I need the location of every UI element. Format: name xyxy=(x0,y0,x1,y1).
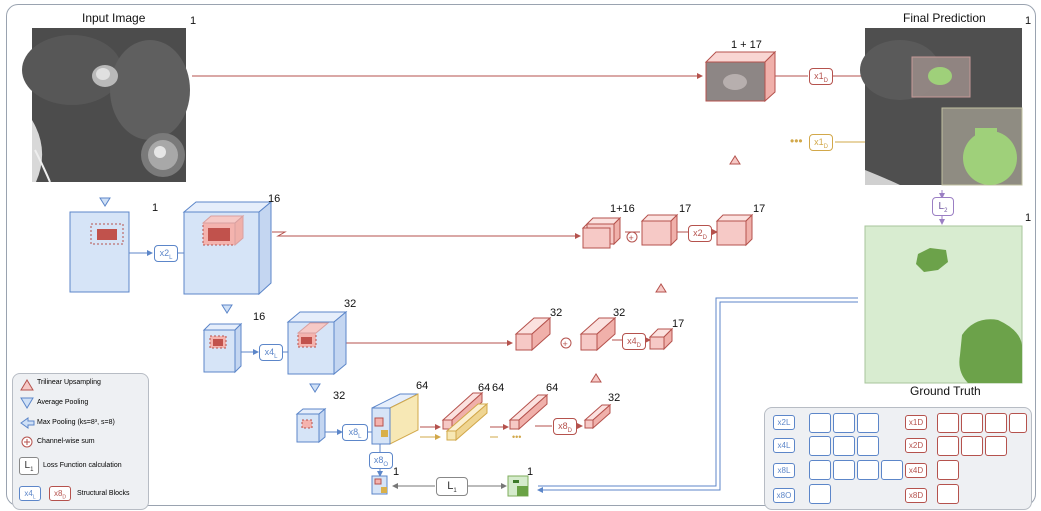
final-prediction-image xyxy=(860,28,1022,185)
panel-x1d: x1D xyxy=(905,415,927,430)
legend-upsampling: Trilinear Upsampling xyxy=(37,379,101,386)
label-d3-b: 64 xyxy=(546,382,558,394)
label-d1-mid: 17 xyxy=(679,203,691,215)
d2-volume-mid xyxy=(581,334,597,350)
panel-x8d: x8D xyxy=(905,488,927,503)
legend-chsum: Channel-wise sum xyxy=(37,438,95,445)
svg-text:+: + xyxy=(629,233,634,243)
d2-volume-in xyxy=(516,334,532,350)
d1-volume-in xyxy=(583,228,610,248)
label-d2-in: 32 xyxy=(550,307,562,319)
input-image-title: Input Image xyxy=(82,11,145,25)
label-l2-in: 16 xyxy=(253,311,265,323)
dots-l3: ••• xyxy=(512,432,521,442)
avgpool-triangle-3 xyxy=(310,384,320,392)
block-l1-loss: L1 xyxy=(436,477,468,496)
block-x2d: x2D xyxy=(688,225,712,242)
label-d1-in: 1+16 xyxy=(610,203,635,215)
panel-x2d: x2D xyxy=(905,438,927,453)
label-gt-channels: 1 xyxy=(1025,212,1031,224)
panel-x2l: x2L xyxy=(773,415,795,430)
label-d3-c: 32 xyxy=(608,392,620,404)
panel-x8o: x8O xyxy=(773,488,795,503)
legend-struct-x8d: x8D xyxy=(49,486,71,501)
d1-volume-out xyxy=(717,221,746,245)
d3-volume-yellow xyxy=(447,431,456,440)
upsample-triangle-3 xyxy=(591,374,601,382)
structural-blocks-panel: x2L x4L x8L x8O x1D x2D x4D x8D xyxy=(764,407,1032,510)
label-l4: 1 xyxy=(393,466,399,478)
legend-loss: Loss Function calculation xyxy=(43,462,122,469)
block-x1d-top: x1D xyxy=(809,68,833,85)
panel-x4l: x4L xyxy=(773,438,795,453)
label-input-channels: 1 xyxy=(190,15,196,27)
legend-upsample-icon xyxy=(19,378,39,398)
label-d1-out: 17 xyxy=(753,203,765,215)
panel-x8l: x8L xyxy=(773,463,795,478)
avgpool-triangle-2 xyxy=(222,305,232,313)
block-x4d: x4D xyxy=(622,333,646,350)
d2-volume-out xyxy=(650,337,664,349)
label-pred-channels: 1 xyxy=(1025,15,1031,27)
block-x1d-mid: x1D xyxy=(809,134,833,151)
svg-text:+: + xyxy=(563,339,568,349)
avgpool-triangle-1 xyxy=(100,198,110,206)
legend-struct: Structural Blocks xyxy=(77,490,130,497)
block-l2-loss: L2 xyxy=(932,197,954,216)
block-x2l: x2L xyxy=(154,245,178,262)
label-d2-out: 17 xyxy=(672,318,684,330)
cube-16-top xyxy=(184,202,271,212)
block-x4l: x4L xyxy=(259,344,283,361)
upsample-triangle-1 xyxy=(730,156,740,164)
legend-avgpool-icon xyxy=(19,396,39,416)
label-d3-a: 64 xyxy=(478,382,490,394)
label-l1-out: 16 xyxy=(268,193,280,205)
label-top-volume: 1 + 17 xyxy=(731,39,762,51)
label-l3-out: 64 xyxy=(416,380,428,392)
label-d2-mid: 32 xyxy=(613,307,625,319)
legend-maxpool-icon xyxy=(19,416,39,436)
label-l5: 1 xyxy=(527,466,533,478)
label-l1-in: 1 xyxy=(152,202,158,214)
legend-sum-icon xyxy=(19,435,39,455)
dots-top: ••• xyxy=(790,134,803,148)
label-l2-out: 32 xyxy=(344,298,356,310)
panel-x4d: x4D xyxy=(905,463,927,478)
input-mri-image xyxy=(22,28,190,182)
ground-truth-title: Ground Truth xyxy=(910,384,981,398)
d3-volume-red xyxy=(510,420,519,429)
legend-struct-x4l: x4L xyxy=(19,486,41,501)
legend-box: Trilinear Upsampling Average Pooling Max… xyxy=(12,373,149,510)
legend-loss-icon: L1 xyxy=(19,457,39,475)
label-d3-a2: 64 xyxy=(492,382,504,394)
block-x8l: x8L xyxy=(342,424,368,441)
block-x8d: x8D xyxy=(553,418,577,435)
legend-avgpool: Average Pooling xyxy=(37,399,88,406)
d1-volume-mid xyxy=(642,221,671,245)
final-prediction-title: Final Prediction xyxy=(903,11,986,25)
block-x8o: x8O xyxy=(369,452,393,469)
ground-truth-image xyxy=(865,226,1022,383)
legend-maxpool: Max Pooling (ks=8³, s=8) xyxy=(37,419,115,426)
skip-line-l1 xyxy=(272,232,580,236)
label-l3-in: 32 xyxy=(333,390,345,402)
upsample-triangle-2 xyxy=(656,284,666,292)
d3-volume-out xyxy=(585,420,593,428)
